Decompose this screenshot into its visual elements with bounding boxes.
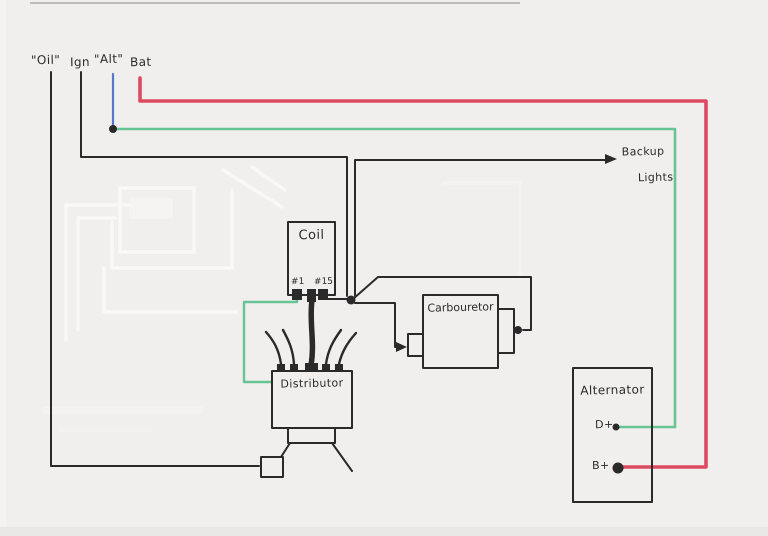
label-carburetor: Carbouretor bbox=[427, 300, 494, 315]
distributor-cap-terminal bbox=[335, 364, 343, 372]
backup-lights-arrowhead bbox=[605, 154, 617, 164]
alt-exciter-wire bbox=[111, 127, 677, 429]
alternator-d-terminal-dot bbox=[612, 423, 620, 431]
distributor-mount-lines bbox=[280, 442, 353, 472]
distributor-cap-terminal bbox=[322, 364, 330, 372]
coil-terminal-15 bbox=[318, 289, 328, 300]
carburetor-left-wire bbox=[354, 302, 399, 348]
label-backup: Backup Lights bbox=[621, 144, 674, 185]
spark-plug-wire bbox=[324, 328, 343, 366]
oil-wire bbox=[50, 71, 260, 467]
label-coil-terminal-15: #15 bbox=[313, 276, 334, 288]
label-coil-terminal-1: #1 bbox=[290, 276, 305, 288]
label-distributor: Distributor bbox=[280, 376, 344, 391]
spark-plug-wire bbox=[281, 328, 296, 366]
backup-lights-wire bbox=[354, 159, 607, 297]
alternator-b-terminal-dot bbox=[612, 462, 624, 474]
spark-plug-wire bbox=[264, 330, 283, 366]
label-alternator-b-terminal: B+ bbox=[591, 458, 610, 473]
carburetor-left-arrowhead bbox=[396, 342, 407, 352]
oil-sender-box bbox=[260, 456, 284, 478]
coil-to-distributor-green-wire bbox=[242, 296, 299, 384]
coil-ht-cable bbox=[308, 297, 316, 368]
distributor-cap-terminal bbox=[290, 364, 298, 372]
label-bat: Bat bbox=[129, 54, 152, 70]
coil-terminal-1 bbox=[292, 289, 302, 300]
scan-bottom-band bbox=[0, 527, 768, 536]
distributor-cap-terminal bbox=[277, 364, 285, 372]
coil-center-tower bbox=[307, 289, 316, 302]
label-coil: Coil bbox=[298, 227, 325, 244]
distributor-neck bbox=[287, 427, 336, 444]
carburetor-right-tab bbox=[497, 308, 515, 354]
label-alternator-d-terminal: D+ bbox=[594, 417, 614, 432]
label-backup-line1: Backup bbox=[621, 144, 665, 159]
label-ign: Ign bbox=[69, 54, 91, 70]
distributor-cap-center-terminal bbox=[305, 363, 318, 372]
spark-plug-wires bbox=[264, 328, 358, 366]
label-alternator: Alternator bbox=[580, 382, 645, 398]
carburetor-right-terminal-dot bbox=[514, 326, 522, 334]
carburetor-right-wire bbox=[352, 276, 532, 331]
spark-plug-wire bbox=[337, 331, 358, 366]
battery-wire bbox=[138, 76, 708, 469]
paper-bleed-through bbox=[0, 0, 520, 536]
carburetor-left-tab bbox=[407, 333, 424, 357]
label-alt: "Alt" bbox=[93, 51, 124, 67]
ign-wire bbox=[80, 71, 348, 297]
alternator-box bbox=[572, 367, 653, 503]
alt-junction-dot bbox=[109, 125, 117, 133]
label-backup-line2: Lights bbox=[637, 170, 674, 185]
label-oil: "Oil" bbox=[30, 52, 61, 68]
